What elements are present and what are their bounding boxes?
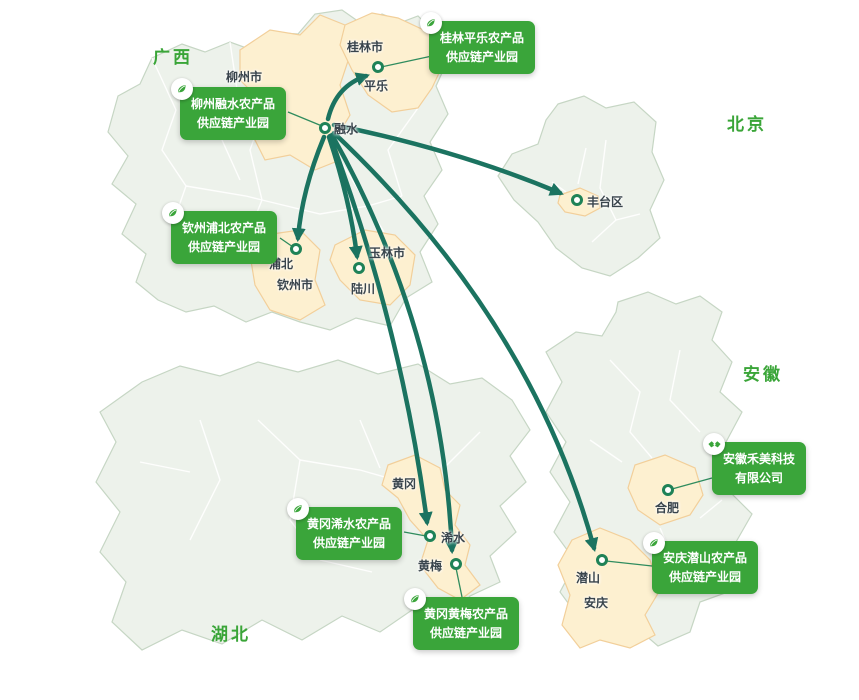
city-label-qinzhou: 钦州市 xyxy=(277,278,314,292)
city-label-guilin: 桂林市 xyxy=(347,40,384,54)
park-badge-guilin-pingle[interactable]: 桂林平乐农产品 供应链产业园 xyxy=(420,12,536,75)
province-label-anhui: 安徽 xyxy=(743,365,783,385)
city-label-anqing: 安庆 xyxy=(584,596,609,610)
park-name: 黄冈黄梅农产品 xyxy=(424,607,509,621)
company-name-2: 有限公司 xyxy=(735,470,784,485)
city-label-huangmei: 黄梅 xyxy=(418,559,443,573)
leaf-logo-icon xyxy=(643,532,665,554)
city-label-yulin: 玉林市 xyxy=(369,246,406,260)
park-name: 安庆潜山农产品 xyxy=(663,551,748,565)
city-label-qianshan: 潜山 xyxy=(576,571,601,585)
city-label-xishui: 浠水 xyxy=(441,531,466,545)
province-label-guangxi: 广西 xyxy=(153,48,193,68)
route-rongshui-huangmei xyxy=(329,132,459,555)
leaf-logo-icon xyxy=(404,588,426,610)
park-name-2: 供应链产业园 xyxy=(313,535,386,550)
district-guilin-highlight xyxy=(339,12,447,113)
park-name-2: 供应链产业园 xyxy=(188,239,261,254)
city-label-liuzhou: 柳州市 xyxy=(226,70,263,84)
city-label-pingle: 平乐 xyxy=(364,79,389,93)
city-marker-qianshan[interactable] xyxy=(596,554,608,566)
park-badge-huanggang-huangmei[interactable]: 黄冈黄梅农产品 供应链产业园 xyxy=(404,588,520,651)
leaf-logo-icon xyxy=(287,498,309,520)
city-marker-hefei[interactable] xyxy=(662,484,674,496)
city-marker-xishui[interactable] xyxy=(424,530,436,542)
city-label-hefei: 合肥 xyxy=(655,501,680,515)
park-badge-huanggang-xishui[interactable]: 黄冈浠水农产品 供应链产业园 xyxy=(287,498,403,561)
park-name-2: 供应链产业园 xyxy=(197,115,270,130)
handshake-icon xyxy=(703,433,725,455)
province-beijing xyxy=(497,95,665,277)
city-label-luchuan: 陆川 xyxy=(351,282,376,296)
city-marker-rongshui[interactable] xyxy=(319,122,331,134)
route-rongshui-qianshan xyxy=(331,130,599,553)
city-label-rongshui: 融水 xyxy=(334,122,359,136)
park-name-2: 供应链产业园 xyxy=(430,625,503,640)
leaf-logo-icon xyxy=(162,202,184,224)
park-badge-liuzhou-rongshui[interactable]: 柳州融水农产品 供应链产业园 xyxy=(171,78,287,141)
city-marker-pubei[interactable] xyxy=(290,243,302,255)
city-label-fengtai: 丰台区 xyxy=(587,195,624,209)
leaf-logo-icon xyxy=(420,12,442,34)
city-marker-fengtai[interactable] xyxy=(571,194,583,206)
park-name: 桂林平乐农产品 xyxy=(440,31,525,45)
park-name: 黄冈浠水农产品 xyxy=(307,517,392,531)
park-badge-anqing-qianshan[interactable]: 安庆潜山农产品 供应链产业园 xyxy=(643,532,759,595)
park-name-2: 供应链产业园 xyxy=(669,569,742,584)
district-anqing-highlight xyxy=(557,527,661,649)
route-rongshui-xishui xyxy=(327,133,433,527)
prefecture-borders-anhui xyxy=(589,349,723,573)
leaf-logo-icon xyxy=(171,78,193,100)
route-rongshui-pingle xyxy=(325,72,370,122)
park-name: 柳州融水农产品 xyxy=(191,97,276,111)
province-label-hubei: 湖北 xyxy=(211,625,251,645)
park-badge-qinzhou-pubei[interactable]: 钦州浦北农产品 供应链产业园 xyxy=(162,202,278,265)
city-label-huanggang: 黄冈 xyxy=(392,477,417,491)
city-marker-luchuan[interactable] xyxy=(353,262,365,274)
city-marker-pingle[interactable] xyxy=(372,61,384,73)
route-rongshui-fengtai xyxy=(331,122,564,196)
province-label-beijing: 北京 xyxy=(727,115,767,135)
city-marker-huangmei[interactable] xyxy=(450,558,462,570)
route-rongshui-pubei xyxy=(291,134,327,243)
company-badge-anhui-hemei[interactable]: 安徽禾美科技 有限公司 xyxy=(703,433,807,496)
company-name: 安徽禾美科技 xyxy=(723,452,796,466)
park-name-2: 供应链产业园 xyxy=(446,49,519,64)
park-name: 钦州浦北农产品 xyxy=(182,221,267,235)
route-arrows xyxy=(291,72,599,555)
leader-lines xyxy=(279,55,713,598)
